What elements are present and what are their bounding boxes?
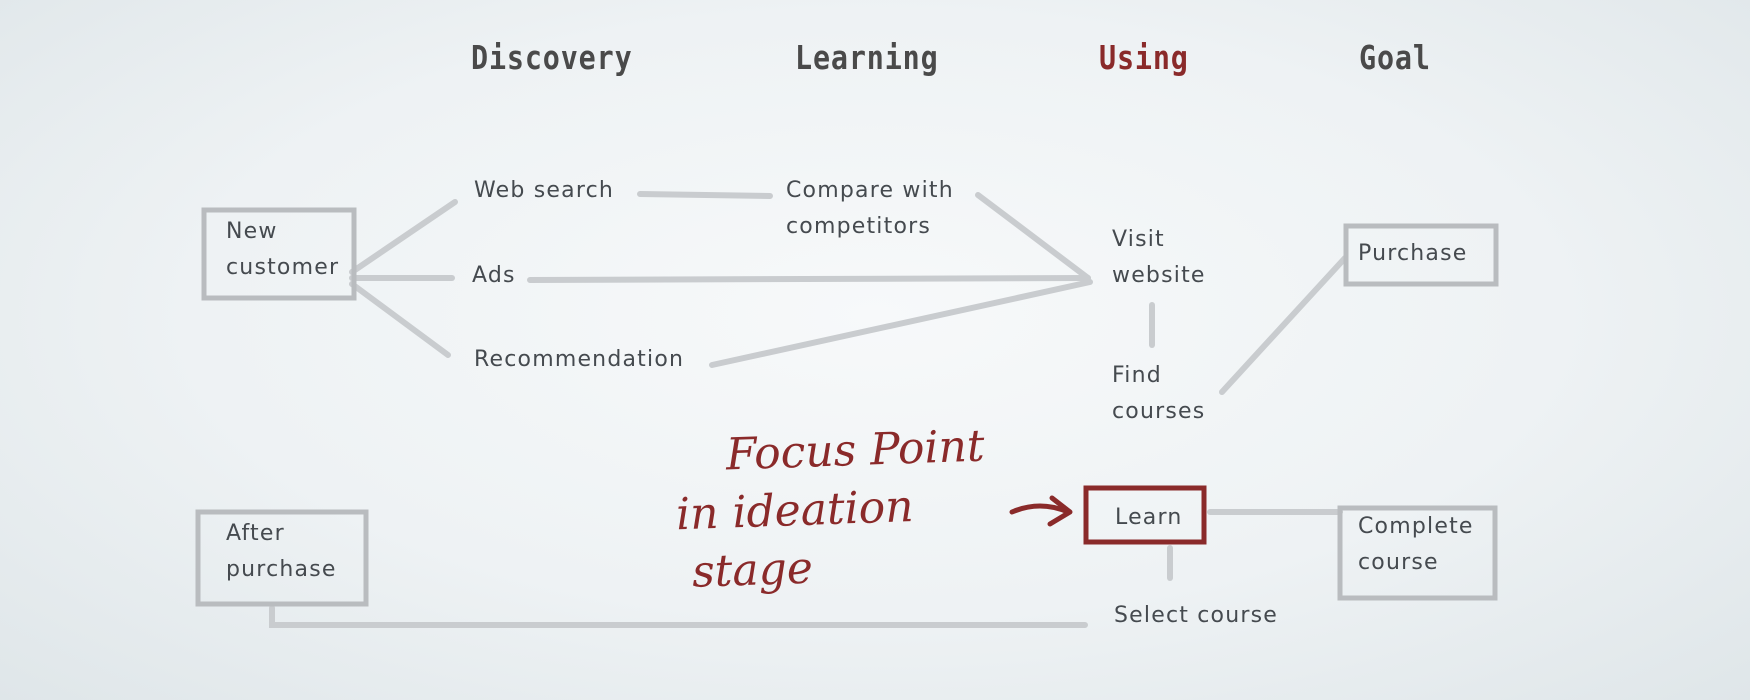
node-after-purchase: After purchase (226, 521, 337, 582)
annotation-line: in ideation (675, 481, 915, 541)
connector-recommendation-visit (709, 279, 1093, 368)
node-ads: Ads (472, 263, 516, 288)
annotation-arrow (1009, 503, 1071, 515)
box-complete-course (1337, 505, 1498, 601)
node-find-courses: Find courses (1112, 363, 1206, 424)
node-visit-website: Visit website (1112, 227, 1206, 288)
node-compare-with-competitors: Compare with competitors (786, 178, 954, 239)
stage-using: Using (1099, 38, 1189, 77)
annotation-arrowhead (1047, 495, 1073, 527)
node-complete-course: Complete course (1358, 514, 1474, 575)
annotation-focus-point: Focus Point in ideation stage (675, 418, 989, 601)
box-after-purchase (195, 509, 369, 607)
box-new-customer (201, 207, 357, 301)
node-web-search: Web search (474, 178, 615, 203)
annotation-line: stage (691, 542, 814, 598)
connector-ads-visit (527, 275, 1091, 283)
connector-new-customer-web-search (349, 199, 458, 275)
node-new-customer: New customer (226, 219, 340, 280)
annotation-line: Focus Point (725, 420, 986, 481)
stage-discovery: Discovery (471, 38, 633, 77)
connector-new-customer-recommendation (349, 281, 451, 358)
node-purchase: Purchase (1358, 241, 1468, 266)
box-learn (1083, 485, 1207, 545)
connector-web-search-compare (637, 191, 773, 199)
connector-compare-visit (975, 192, 1091, 281)
node-recommendation: Recommendation (474, 347, 685, 372)
connector-after-purchase-select (269, 605, 1088, 628)
connector-find-purchase (1219, 255, 1348, 395)
node-learn: Learn (1115, 505, 1183, 530)
node-select-course: Select course (1114, 603, 1279, 628)
box-purchase (1343, 223, 1499, 287)
stage-goal: Goal (1359, 38, 1431, 77)
stage-learning: Learning (795, 38, 939, 77)
